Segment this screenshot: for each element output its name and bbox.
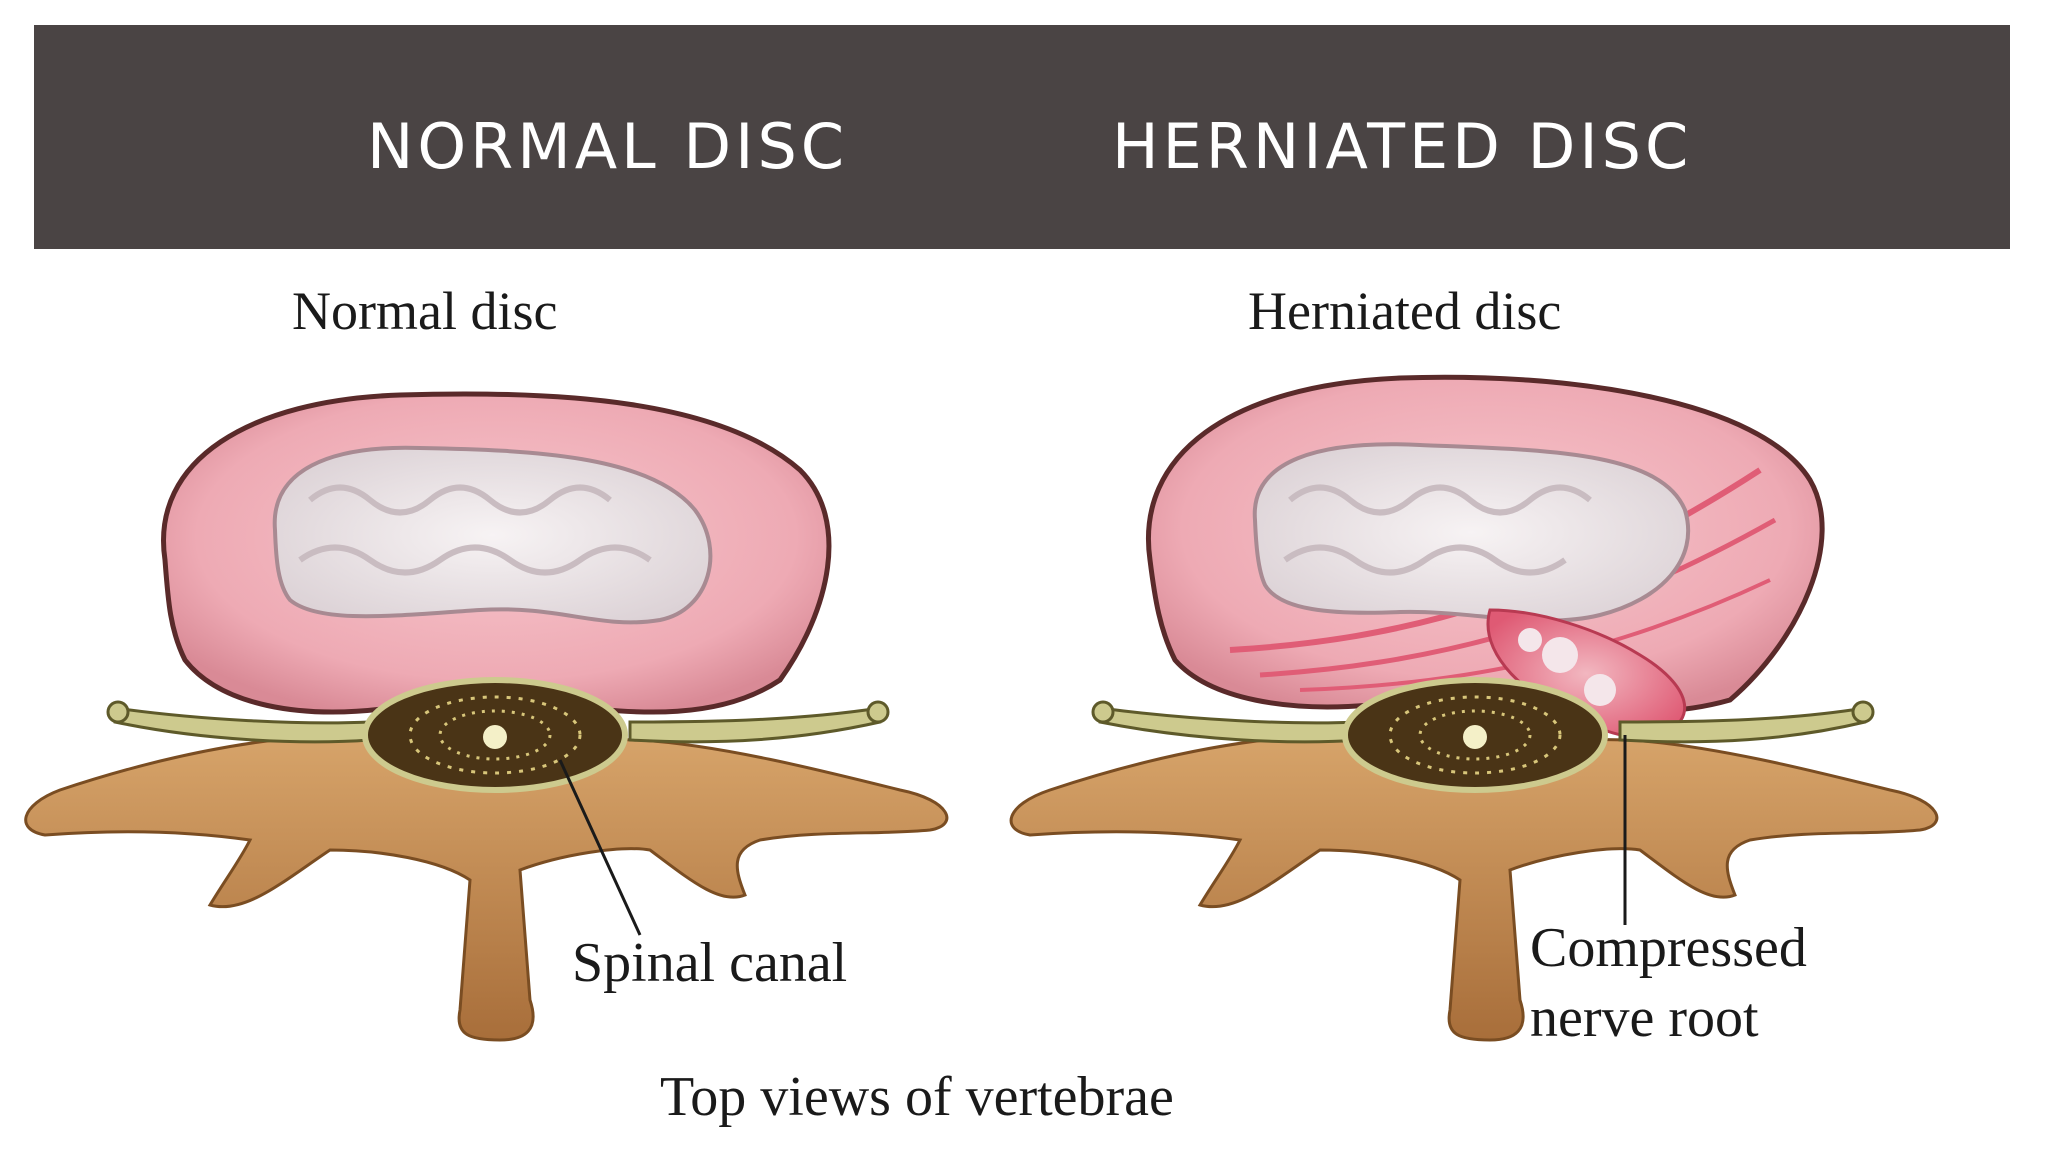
spinal-canal-label: Spinal canal — [572, 930, 847, 996]
figure-caption: Top views of vertebrae — [660, 1065, 1174, 1129]
herniated-disc-nucleus — [1255, 444, 1688, 620]
normal-disc-nucleus — [275, 448, 711, 623]
herniated-spinal-cord — [1345, 680, 1605, 790]
normal-disc-label: Normal disc — [292, 280, 557, 342]
normal-spinal-cord — [365, 680, 625, 790]
compressed-nerve-label-line1: Compressed — [1530, 915, 1807, 981]
herniated-disc-label: Herniated disc — [1248, 280, 1561, 342]
compressed-nerve-label-line2: nerve root — [1530, 985, 1759, 1051]
